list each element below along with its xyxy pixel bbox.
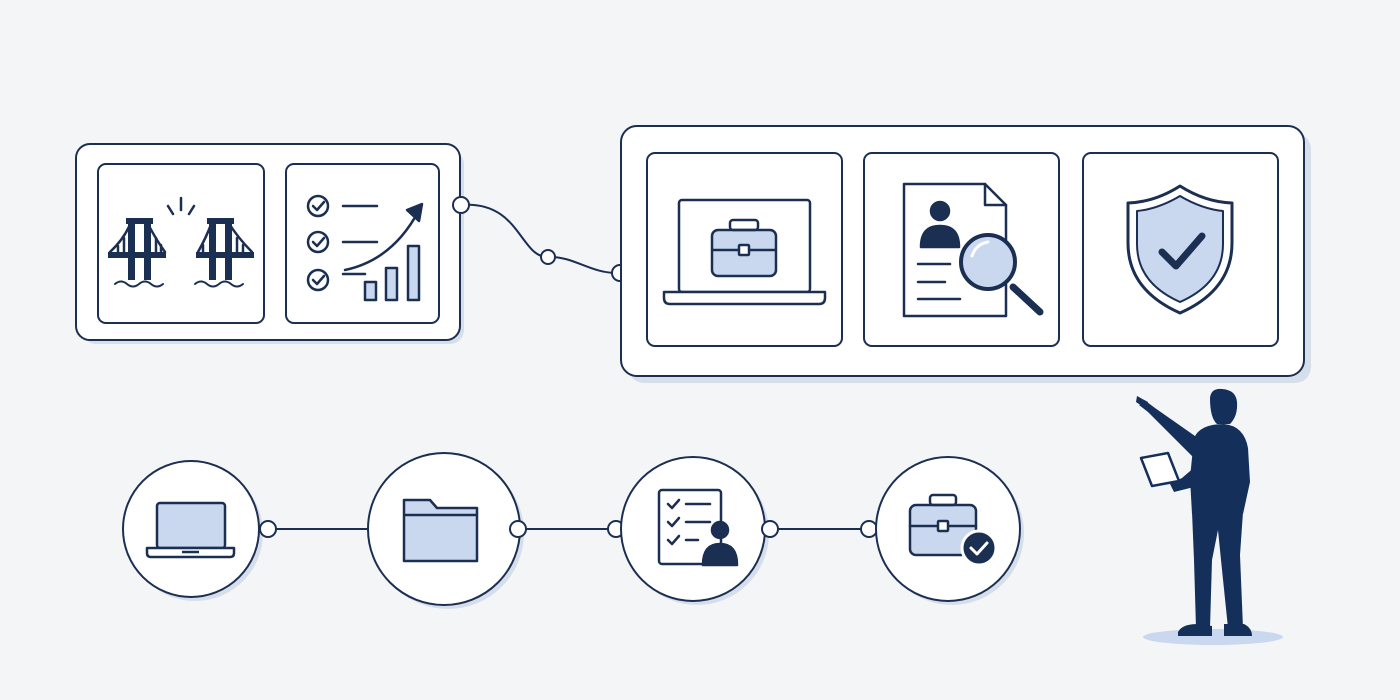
flow-node [860,520,878,538]
card-checklist-growth [285,163,440,324]
resume-magnifier-icon [902,182,1044,318]
presenter-with-tablet-icon [1136,388,1283,645]
briefcase-check-icon [908,493,998,567]
flow-node [259,520,277,538]
laptop-briefcase-icon [662,198,827,306]
step-folder [367,452,524,609]
card-resume-magnifier [863,152,1060,347]
card-shield-check [1082,152,1279,347]
top-connector [452,196,629,282]
folder-icon [402,498,479,563]
card-broken-bridge [97,163,265,324]
checklist-growth-chart-icon [306,194,424,302]
bottom-flow [122,452,1024,609]
flow-node [761,520,779,538]
step-checklist-person [620,456,769,605]
card-laptop-briefcase [646,152,843,347]
broken-bridge-icon [108,196,254,288]
step-briefcase-check [875,456,1024,605]
laptop-icon [145,501,236,559]
top-left-panel [75,143,464,344]
checklist-person-icon [657,488,739,567]
step-laptop [122,460,263,601]
top-right-panel [620,125,1311,383]
shield-check-icon [1126,184,1234,315]
flow-node [509,520,527,538]
